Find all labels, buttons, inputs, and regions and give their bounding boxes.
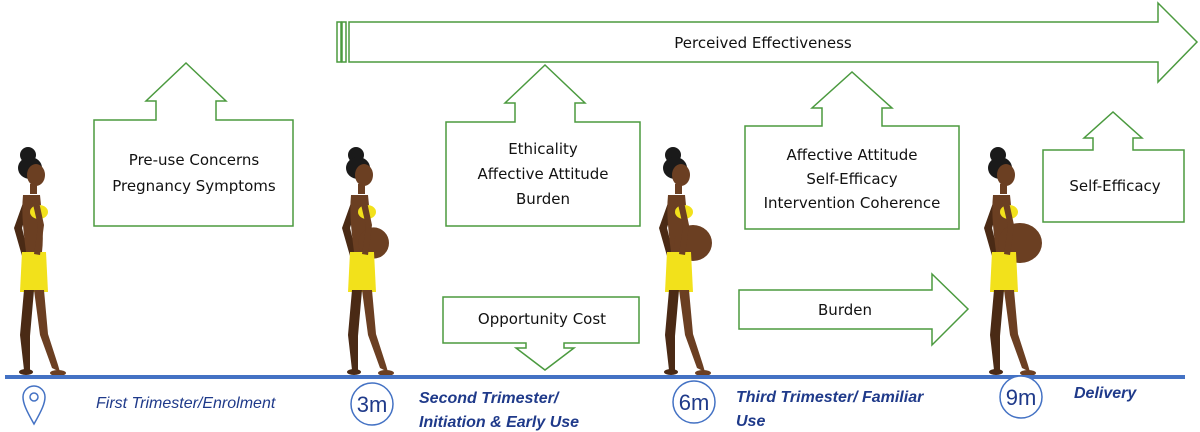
- milestone-9m-label: 9m: [1006, 385, 1037, 410]
- foot-front: [1020, 370, 1036, 376]
- leg-front: [34, 290, 60, 372]
- leg-front: [362, 290, 388, 372]
- pregnancy-symptoms-label: Pregnancy Symptoms: [112, 177, 276, 195]
- milestone-6m: 6m: [672, 380, 716, 424]
- perceived-effectiveness-arrow: Perceived Effectiveness: [336, 1, 1199, 84]
- phase-second-trimester-line1: Second Trimester/: [419, 390, 560, 407]
- phase-third-trimester-line2: Use: [736, 413, 765, 430]
- foot-front: [695, 370, 711, 376]
- self-efficacy-label: Self-Efficacy: [806, 170, 897, 188]
- third-trimester-callout: Affective Attitude Self-Efficacy Interve…: [744, 70, 960, 230]
- leg-back: [990, 290, 1004, 370]
- milestone-3m-label: 3m: [357, 392, 388, 417]
- swim-bottom: [348, 252, 376, 292]
- leg-back: [348, 290, 362, 370]
- pregnant-woman-figure-first-trimester: [14, 147, 66, 376]
- leg-front: [679, 290, 705, 372]
- swim-bottom: [20, 252, 48, 292]
- arm-front: [677, 197, 689, 255]
- opportunity-cost-callout: Opportunity Cost: [442, 296, 640, 371]
- arm-front: [1002, 197, 1014, 255]
- leg-back: [665, 290, 679, 370]
- phase-delivery-label: Delivery: [1074, 385, 1137, 402]
- milestone-9m: 9m: [999, 375, 1043, 419]
- foot-back: [19, 369, 33, 375]
- head: [997, 164, 1015, 186]
- pregnant-woman-figure-third-trimester: [659, 147, 712, 376]
- phase-first-trimester-label: First Trimester/Enrolment: [96, 395, 276, 412]
- ethicality-label: Ethicality: [508, 140, 578, 158]
- arm-front: [360, 197, 372, 255]
- phase-third-trimester-line1: Third Trimester/ Familiar: [736, 389, 924, 406]
- foot-back: [664, 369, 678, 375]
- phase-second-trimester-line2: Initiation & Early Use: [419, 414, 579, 431]
- affective-attitude-label: Affective Attitude: [786, 146, 917, 164]
- pregnant-woman-figure-delivery: [984, 147, 1042, 376]
- head: [672, 164, 690, 186]
- milestone-3m: 3m: [350, 382, 394, 426]
- foot-back: [347, 369, 361, 375]
- perceived-effectiveness-label: Perceived Effectiveness: [674, 34, 852, 52]
- foot-front: [378, 370, 394, 376]
- neck: [358, 184, 365, 194]
- leg-back: [20, 290, 34, 370]
- pre-use-concerns-label: Pre-use Concerns: [129, 151, 260, 169]
- swim-bottom: [665, 252, 693, 292]
- second-trimester-callout: Ethicality Affective Attitude Burden: [445, 63, 641, 227]
- affective-attitude-label: Affective Attitude: [477, 165, 608, 183]
- swim-bottom: [990, 252, 1018, 292]
- burden-label: Burden: [516, 190, 570, 208]
- neck: [1000, 184, 1007, 194]
- foot-front: [50, 370, 66, 376]
- self-efficacy-delivery-label: Self-Efficacy: [1069, 177, 1160, 195]
- arm-front: [32, 197, 44, 255]
- burden-arrow: Burden: [738, 272, 970, 347]
- neck: [30, 184, 37, 194]
- head: [27, 164, 45, 186]
- leg-front: [1004, 290, 1030, 372]
- delivery-callout: Self-Efficacy: [1042, 110, 1185, 223]
- opportunity-cost-label: Opportunity Cost: [478, 310, 606, 328]
- neck: [675, 184, 682, 194]
- pregnant-figures: [14, 147, 1042, 376]
- foot-back: [989, 369, 1003, 375]
- milestone-6m-label: 6m: [679, 390, 710, 415]
- burden-arrow-label: Burden: [818, 301, 872, 319]
- intervention-coherence-label: Intervention Coherence: [764, 194, 941, 212]
- location-pin-icon: [22, 385, 46, 426]
- first-trimester-callout: Pre-use Concerns Pregnancy Symptoms: [93, 61, 294, 227]
- pregnant-woman-figure-second-trimester: [342, 147, 394, 376]
- head: [355, 164, 373, 186]
